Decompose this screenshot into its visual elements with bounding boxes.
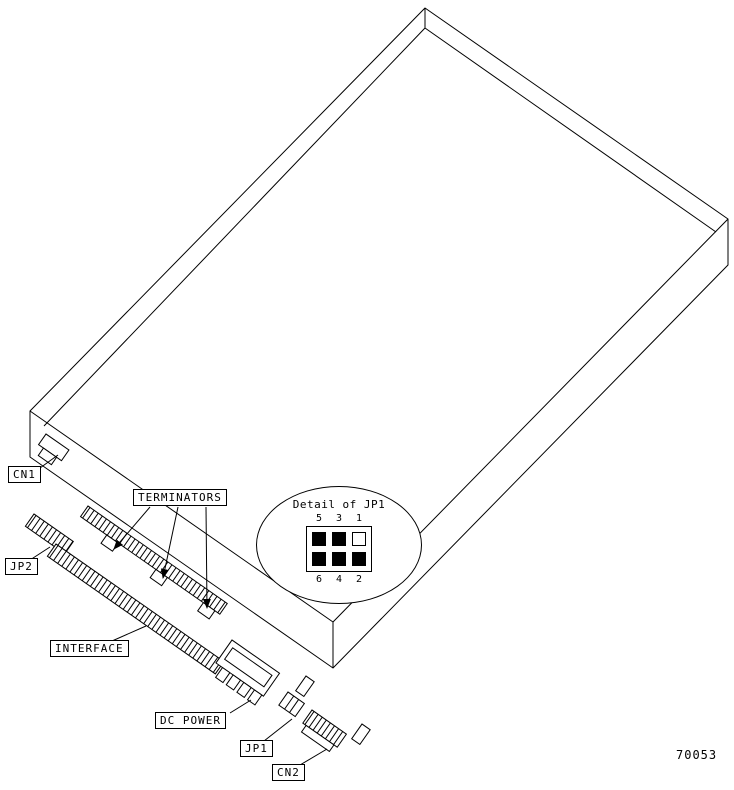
cn2-connector <box>300 709 348 753</box>
jp1-block-divider-1 <box>284 695 295 710</box>
pin-number-6: 6 <box>315 574 323 585</box>
chassis-rim-edges <box>43 8 717 427</box>
pin-number-4: 4 <box>335 574 343 585</box>
pin-number-5: 5 <box>315 513 323 524</box>
pin-numbers-top: 5 3 1 <box>312 513 366 524</box>
jumper-grid <box>306 526 372 572</box>
terminator-pin-strip <box>79 505 228 615</box>
interface-leader-line <box>111 625 147 642</box>
cn1-leader-line <box>39 454 59 469</box>
jumper-pin-6 <box>312 552 326 566</box>
figure-number: 70053 <box>676 748 718 762</box>
dc-power-connector <box>214 639 281 706</box>
dc-power-pin-1 <box>214 666 231 684</box>
dc-power-pin-4 <box>246 689 263 706</box>
jp2-leader-line <box>29 546 51 561</box>
cn2-leader-line <box>299 748 328 766</box>
jp1-leader-line <box>263 718 293 742</box>
terminator-leader-2 <box>160 506 179 579</box>
jumper-pin-3 <box>332 532 346 546</box>
pin-number-3: 3 <box>335 513 343 524</box>
interface-pin-strip <box>46 543 225 675</box>
jp1-block-divider-2 <box>289 699 300 713</box>
dc-power-pin-3 <box>236 681 252 699</box>
dc-power-pin-2 <box>225 674 242 691</box>
jumper-pin-4 <box>332 552 346 566</box>
pin-numbers-bottom: 6 4 2 <box>312 574 366 585</box>
chassis-tab-right-body <box>350 723 371 746</box>
jp2-pin-strip <box>24 513 75 555</box>
cn1-nub <box>37 447 58 466</box>
cn2-base <box>300 724 335 753</box>
jumper-pin-2 <box>352 552 366 566</box>
jp1-connector <box>278 691 306 718</box>
jp1-detail-callout: Detail of JP1 5 3 1 6 4 2 <box>256 486 422 604</box>
chassis-tab-left-body <box>294 675 315 698</box>
pin-number-2: 2 <box>355 574 363 585</box>
chassis-tab-right <box>350 723 371 746</box>
callout-interface: INTERFACE <box>50 640 129 657</box>
callout-cn1: CN1 <box>8 466 41 483</box>
leader-lines <box>29 454 328 766</box>
jumper-pin-1 <box>352 532 366 546</box>
detail-title: Detail of JP1 <box>292 498 386 511</box>
jumper-pin-5 <box>312 532 326 546</box>
callout-terminators: TERMINATORS <box>133 489 227 506</box>
callout-dc-power: DC POWER <box>155 712 226 729</box>
pin-number-1: 1 <box>355 513 363 524</box>
callout-cn2: CN2 <box>272 764 305 781</box>
jp2-connector <box>24 513 75 555</box>
dc-power-opening <box>223 647 273 688</box>
terminator-leader-3 <box>202 506 211 609</box>
cn1-connector <box>37 433 70 466</box>
chassis-top-edges <box>29 218 729 668</box>
dc-power-leader-line <box>229 699 252 714</box>
callout-jp2: JP2 <box>5 558 38 575</box>
jp1-block <box>278 691 306 718</box>
terminator-leader-1 <box>113 506 151 550</box>
chassis-tab-left <box>294 675 315 698</box>
callout-jp1: JP1 <box>240 740 273 757</box>
interface-connector <box>46 543 225 675</box>
